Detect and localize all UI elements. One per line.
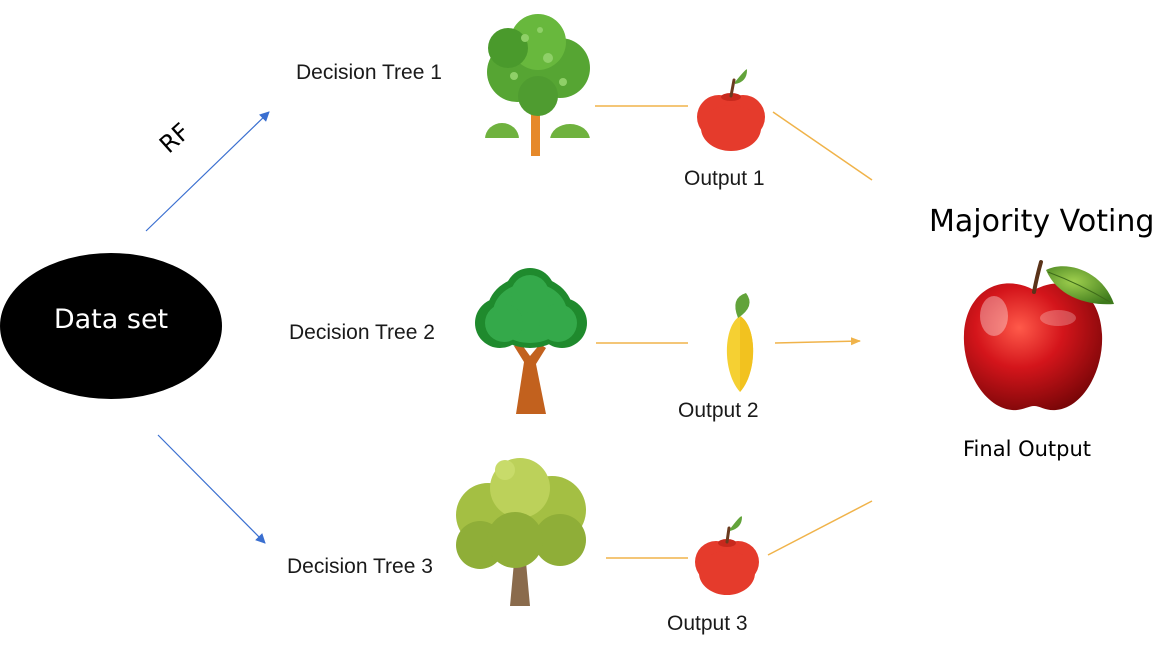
connector-output1-vote [772,111,873,181]
tree-2-label: Decision Tree 2 [289,321,435,344]
dataset-label: Data set [53,304,169,335]
tree-3-label: Decision Tree 3 [287,555,433,578]
dataset-node [0,253,222,399]
final-output-label: Final Output [963,437,1092,461]
output-2-label: Output 2 [678,399,759,422]
majority-voting-label: Majority Voting [929,204,1155,239]
tree-3-icon [456,458,586,606]
output-3-label: Output 3 [667,612,748,635]
tree-1-label: Decision Tree 1 [296,61,442,84]
rf-arrow-top [145,111,270,232]
connector-output2-vote [774,337,861,346]
output-1-apple-icon [697,69,765,151]
connector-output3-vote [767,500,873,556]
tree-2-icon [475,268,587,414]
output-2-mango-icon [726,293,754,392]
final-output-apple-icon [963,260,1114,411]
output-3-apple-icon [695,516,759,595]
rf-arrow-bottom [157,434,266,544]
output-1-label: Output 1 [684,167,765,190]
tree-1-icon [480,14,595,156]
